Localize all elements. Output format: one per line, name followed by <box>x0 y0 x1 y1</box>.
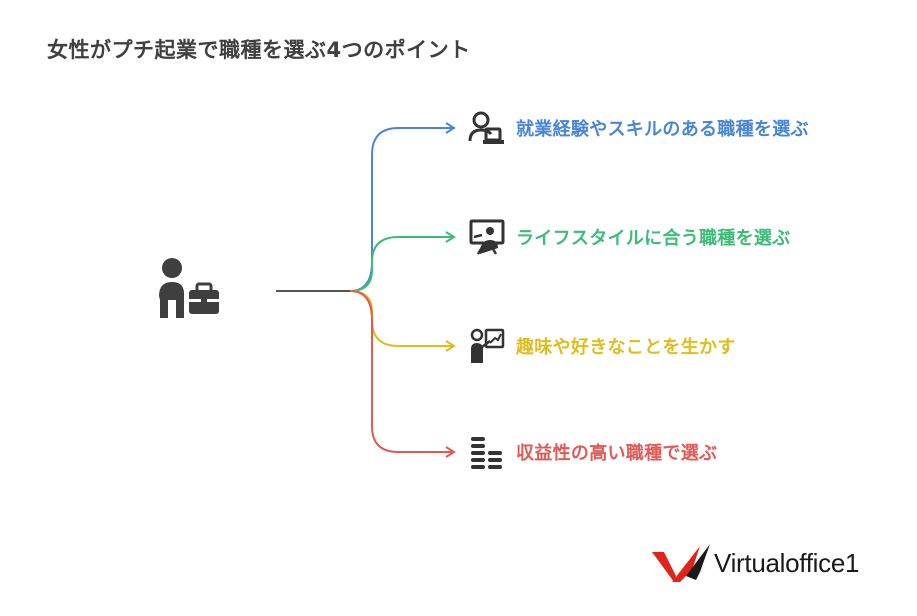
branch-label-4: 収益性の高い職種で選ぶ <box>516 443 718 464</box>
brand-logo: Virtualoffice1 <box>650 542 859 584</box>
logo-text: Virtualoffice1 <box>714 547 860 578</box>
connector-1 <box>349 127 454 292</box>
presentation-board-person-icon <box>469 219 505 255</box>
stacked-coins-icon <box>471 437 502 469</box>
branch-4: 収益性の高い職種で選ぶ <box>468 433 717 471</box>
page-title: 女性がプチ起業で職種を選ぶ4つのポイント <box>47 38 471 62</box>
branch-3: 趣味や好きなことを生かす <box>468 327 736 365</box>
connector-2-arrow <box>445 231 456 243</box>
connector-3 <box>349 290 454 347</box>
connector-2 <box>349 236 454 292</box>
branch-1: 就業経験やスキルのある職種を選ぶ <box>468 109 809 147</box>
branch-label-2: ライフスタイルに合う職種を選ぶ <box>516 228 791 249</box>
person-at-laptop-icon <box>468 111 504 144</box>
branch-label-1: 就業経験やスキルのある職種を選ぶ <box>516 119 809 140</box>
logo-mark-icon <box>652 544 710 582</box>
connector-4 <box>349 290 454 453</box>
person-with-briefcase-icon <box>159 258 219 318</box>
connector-4-arrow <box>445 446 456 458</box>
connector-3-arrow <box>445 340 456 352</box>
branch-label-3: 趣味や好きなことを生かす <box>516 337 736 358</box>
branch-2: ライフスタイルに合う職種を選ぶ <box>468 218 791 256</box>
person-pointing-board-icon <box>470 328 505 363</box>
connector-1-arrow <box>445 122 456 134</box>
